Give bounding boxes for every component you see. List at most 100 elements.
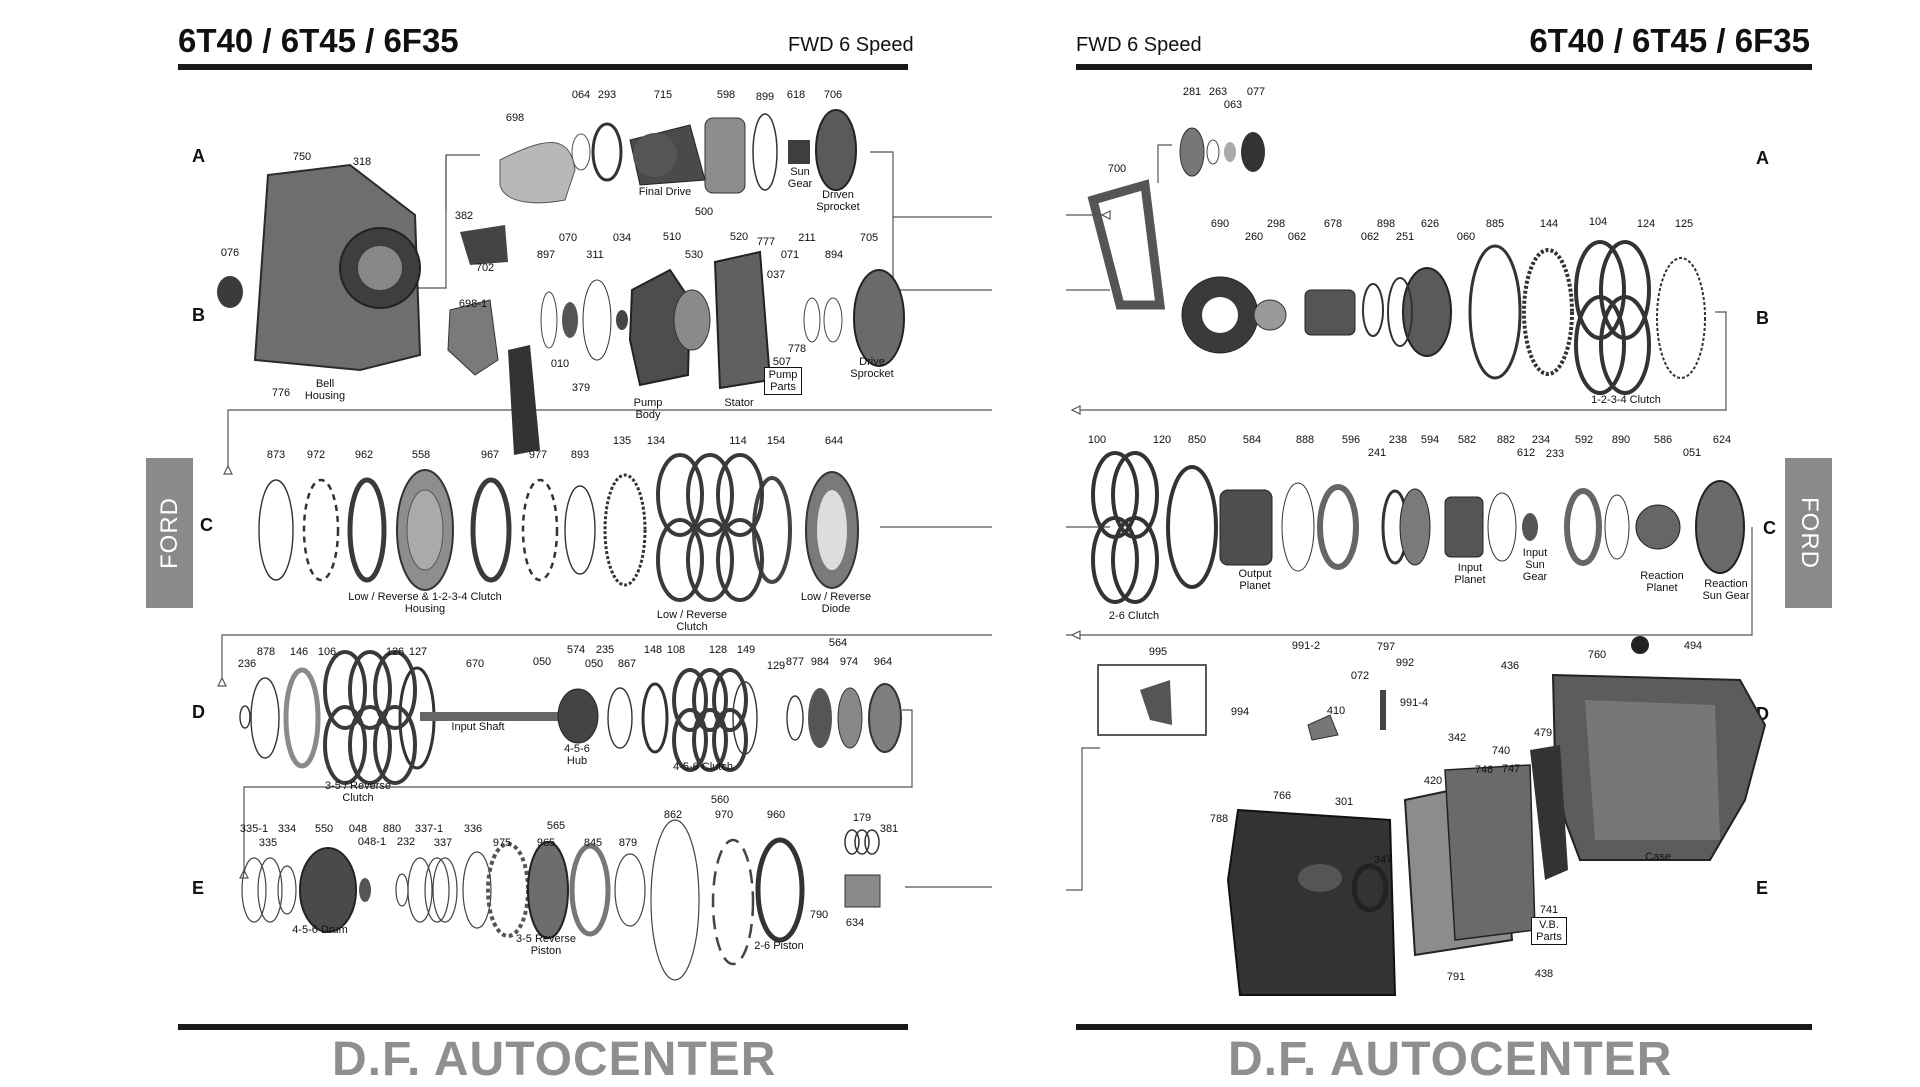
left-bell-housing-icon bbox=[253, 163, 422, 372]
park-rod-010-icon bbox=[508, 345, 540, 455]
low-reverse-clutch-pack bbox=[656, 453, 764, 602]
part-label: 1-2-3-4 Clutch bbox=[1591, 394, 1661, 406]
part-label: 148 bbox=[643, 644, 663, 656]
row-label-b-right: B bbox=[1756, 308, 1769, 328]
part-label: Bell Housing bbox=[304, 378, 346, 402]
part-label: 698 bbox=[505, 112, 525, 124]
arrow-right-d-left bbox=[1070, 630, 1081, 640]
part-label: 967 bbox=[480, 449, 500, 461]
diode-inner-icon bbox=[817, 490, 847, 570]
part-label: 236 bbox=[237, 658, 257, 670]
ring-063-icon bbox=[1224, 142, 1236, 162]
connector-a-up bbox=[1157, 144, 1172, 183]
part-label: 592 bbox=[1574, 434, 1594, 446]
part-label: 4-5-6 Clutch bbox=[673, 761, 733, 773]
left-page-title: 6T40 / 6T45 / 6F35 bbox=[178, 22, 459, 59]
kit-995-box bbox=[1097, 664, 1207, 736]
part-label: 898 bbox=[1376, 218, 1396, 230]
part-label: 965 bbox=[536, 837, 556, 849]
input-shaft-670-icon bbox=[420, 712, 570, 721]
part-label: 010 bbox=[550, 358, 570, 370]
part-label: 560 bbox=[710, 794, 730, 806]
part-label: 420 bbox=[1423, 775, 1443, 787]
part-label: 594 bbox=[1420, 434, 1440, 446]
part-label: 899 bbox=[755, 91, 775, 103]
ring-894-icon bbox=[823, 297, 843, 343]
part-label: 436 bbox=[1500, 660, 1520, 672]
part-label: 507 bbox=[772, 356, 792, 368]
plug-494-icon bbox=[1631, 636, 1649, 654]
bearing-281-icon bbox=[1179, 127, 1205, 177]
part-label: 845 bbox=[583, 837, 603, 849]
ring-594b-icon bbox=[1399, 488, 1431, 566]
reaction-sun-gear-624-icon bbox=[1695, 480, 1745, 574]
part-label: 179 bbox=[852, 812, 872, 824]
part-label: 766 bbox=[1272, 790, 1292, 802]
part-label: Stator bbox=[724, 397, 754, 409]
part-label: 624 bbox=[1712, 434, 1732, 446]
part-label: 520 bbox=[729, 231, 749, 243]
part-label: 972 bbox=[306, 449, 326, 461]
part-label: 100 bbox=[1087, 434, 1107, 446]
sun-gear-618-icon bbox=[788, 140, 810, 164]
row-label-e-right: E bbox=[1756, 878, 1769, 898]
part-label: 379 bbox=[571, 382, 591, 394]
left-side-tab: FORD bbox=[146, 458, 193, 608]
part-label: 293 bbox=[597, 89, 617, 101]
clutch-housing-558-icon bbox=[396, 469, 454, 591]
part-label: 335-1 bbox=[239, 823, 269, 835]
part-label: 336 bbox=[463, 823, 483, 835]
arrow-700-left bbox=[1100, 210, 1111, 220]
gear-077-icon bbox=[1241, 132, 1265, 172]
part-label: 128 bbox=[708, 644, 728, 656]
valve-body-420-icon bbox=[1403, 764, 1536, 957]
connector-right-e bbox=[1066, 747, 1100, 891]
part-label: 690 bbox=[1210, 218, 1230, 230]
stator-icon bbox=[713, 250, 772, 390]
part-label: 337 bbox=[433, 837, 453, 849]
part-label: 063 bbox=[1223, 99, 1243, 111]
row-label-d-left: D bbox=[192, 702, 205, 722]
ring-034-icon bbox=[616, 310, 628, 330]
right-page-title: 6T40 / 6T45 / 6F35 bbox=[1529, 22, 1810, 59]
snap-899-icon bbox=[752, 113, 778, 191]
part-label: 072 bbox=[1350, 670, 1370, 682]
part-label: Reaction Sun Gear bbox=[1702, 578, 1750, 602]
part-label: 880 bbox=[382, 823, 402, 835]
right-header-rule bbox=[1076, 64, 1812, 70]
connector-d-to-e bbox=[243, 709, 913, 876]
part-label: 584 bbox=[1242, 434, 1262, 446]
part-label: 494 bbox=[1683, 640, 1703, 652]
part-label: 991-2 bbox=[1291, 640, 1321, 652]
right-page-subtitle: FWD 6 Speed bbox=[1076, 34, 1202, 56]
1-2-3-4-clutch-pack bbox=[1574, 240, 1651, 395]
part-label: 318 bbox=[352, 156, 372, 168]
ring-070-icon bbox=[562, 302, 578, 338]
part-label: 144 bbox=[1539, 218, 1559, 230]
part-label: 134 bbox=[646, 435, 666, 447]
connector-a-right bbox=[870, 151, 992, 218]
part-label: 510 bbox=[662, 231, 682, 243]
part-label: 612 bbox=[1516, 447, 1536, 459]
driven-sprocket-706-icon bbox=[815, 109, 857, 191]
part-label: 071 bbox=[780, 249, 800, 261]
part-label: 260 bbox=[1244, 231, 1264, 243]
ring-596-icon bbox=[1317, 484, 1359, 570]
ring-211-icon bbox=[803, 297, 821, 343]
part-label: 500 bbox=[694, 206, 714, 218]
part-label: 618 bbox=[786, 89, 806, 101]
left-footer: D.F. AUTOCENTER bbox=[332, 1033, 777, 1086]
ring-890-icon bbox=[1604, 494, 1630, 560]
part-label: 879 bbox=[618, 837, 638, 849]
part-label: 964 bbox=[873, 656, 893, 668]
part-label: 135 bbox=[612, 435, 632, 447]
part-label: 882 bbox=[1496, 434, 1516, 446]
part-label: 301 bbox=[1334, 796, 1354, 808]
seal-076-icon bbox=[217, 276, 243, 308]
part-label: 778 bbox=[787, 343, 807, 355]
seals-179-icon bbox=[844, 829, 880, 855]
part-label: Driven Sprocket bbox=[816, 189, 860, 213]
oil-pan-766-icon bbox=[1226, 808, 1397, 996]
part-label: Output Planet bbox=[1238, 568, 1272, 592]
